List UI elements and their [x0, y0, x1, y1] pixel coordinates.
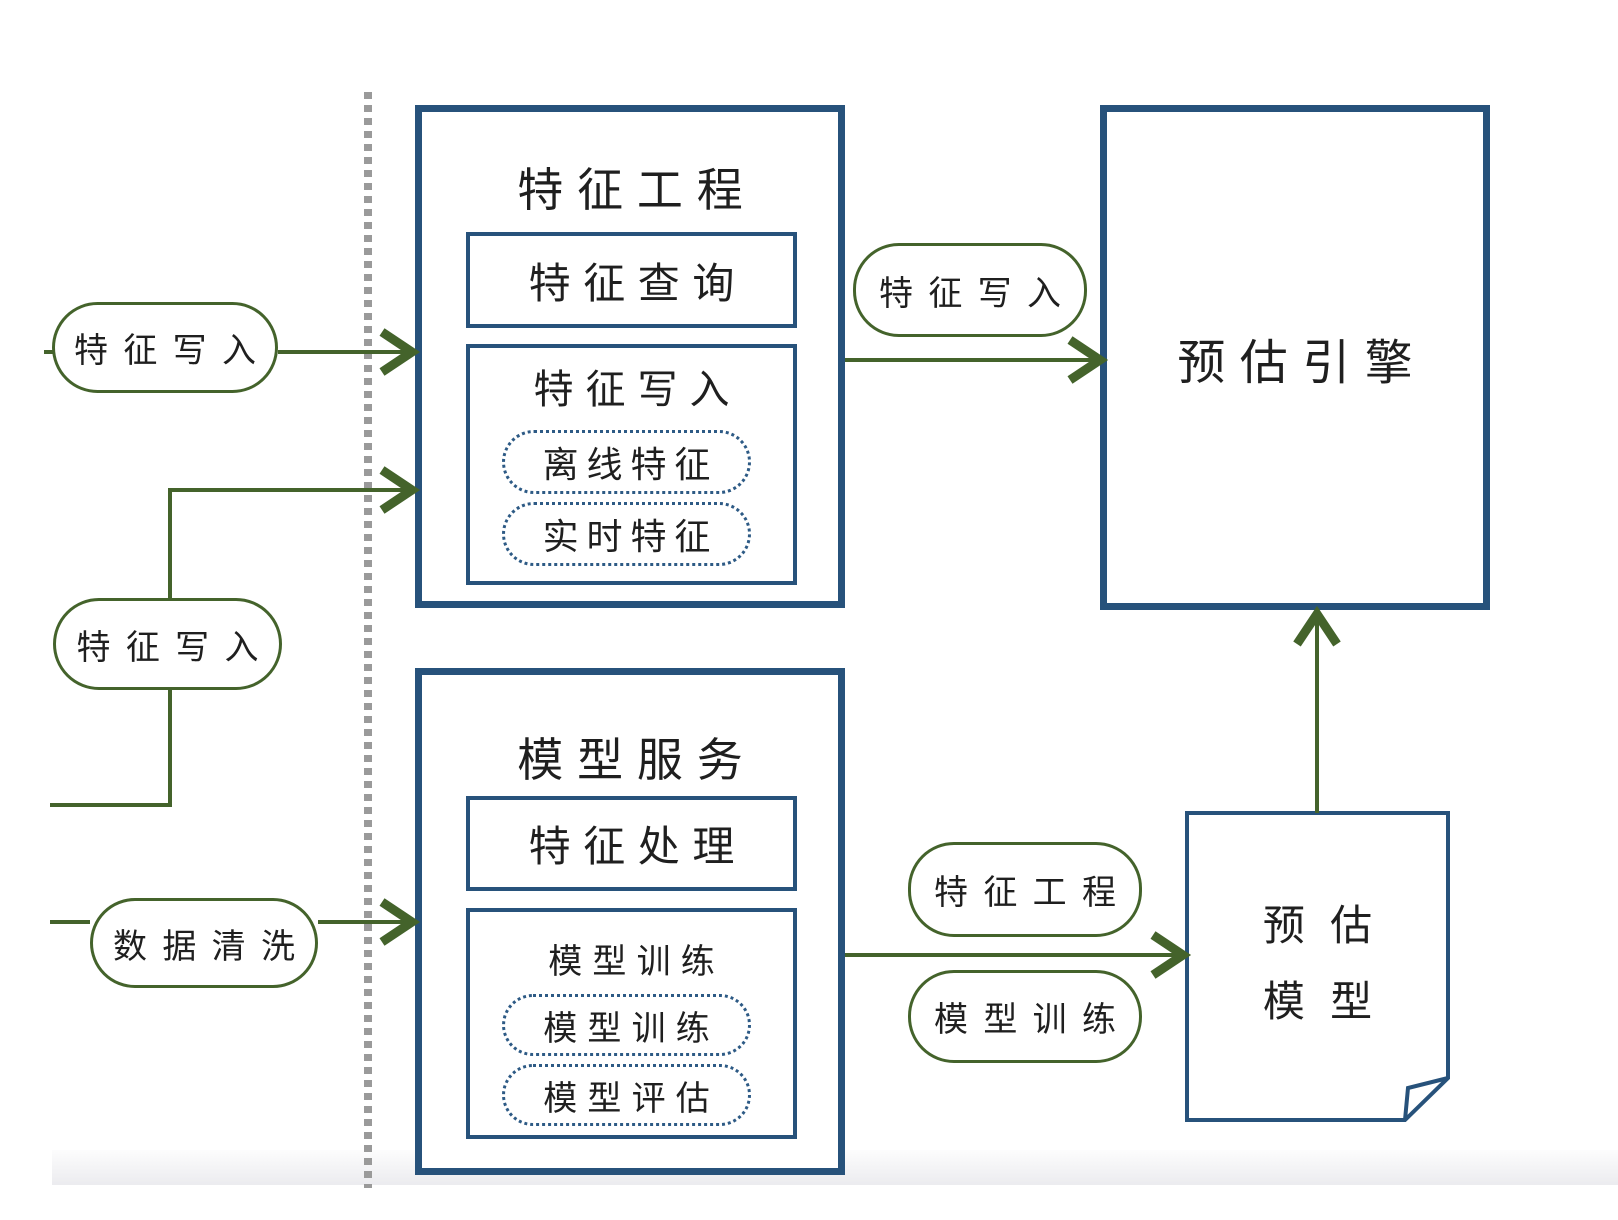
input-data-cleaning: 数据清洗: [90, 898, 318, 988]
feature-engineering-title: 特征工程: [517, 163, 757, 217]
node-offline-feature: 离线特征: [502, 430, 751, 494]
node-prediction-model: 预估 模型: [1187, 813, 1448, 1115]
node-feature-engineering: 特征工程 特征查询 特征写入 离线特征 实时特征: [415, 105, 845, 608]
model-training-header: 模型训练: [548, 942, 725, 982]
connector-feature-write-2-down-left: [50, 690, 172, 807]
arrow-feature-write-2-to-fe: [168, 488, 408, 598]
prediction-model-line1: 预估: [1262, 901, 1398, 950]
feature-write-label: 特征写入: [533, 367, 742, 413]
node-model-training: 模型训练: [502, 994, 751, 1056]
node-model-service: 模型服务 特征处理 模型训练 模型训练 模型评估: [415, 668, 845, 1175]
model-service-title: 模型服务: [517, 733, 757, 787]
arrowhead-right-fe-mid: [379, 466, 421, 514]
arrowhead-right-ms: [379, 898, 421, 946]
dashed-divider: [364, 92, 372, 1188]
node-feature-query: 特征查询: [466, 232, 797, 328]
node-model-evaluation: 模型评估: [502, 1064, 751, 1126]
edge-label-feature-engineering: 特征工程: [908, 842, 1142, 937]
node-feature-processing: 特征处理: [466, 796, 797, 891]
arrowhead-right-fe-top: [379, 328, 421, 376]
node-model-training-group: 模型训练 模型训练 模型评估: [466, 908, 797, 1139]
node-prediction-engine: 预估引擎: [1100, 105, 1490, 610]
node-feature-write: 特征写入 离线特征 实时特征: [466, 344, 797, 585]
arrowhead-right-model: [1150, 931, 1192, 979]
edge-label-model-training: 模型训练: [908, 970, 1142, 1063]
prediction-model-line2: 模型: [1262, 977, 1398, 1026]
node-realtime-feature: 实时特征: [502, 502, 751, 566]
arrowhead-up-engine: [1293, 605, 1341, 647]
input-feature-write-1: 特征写入: [52, 302, 278, 393]
edge-label-feature-write: 特征写入: [853, 243, 1087, 337]
input-feature-write-2: 特征写入: [53, 598, 282, 690]
arrowhead-right-engine: [1067, 336, 1109, 384]
